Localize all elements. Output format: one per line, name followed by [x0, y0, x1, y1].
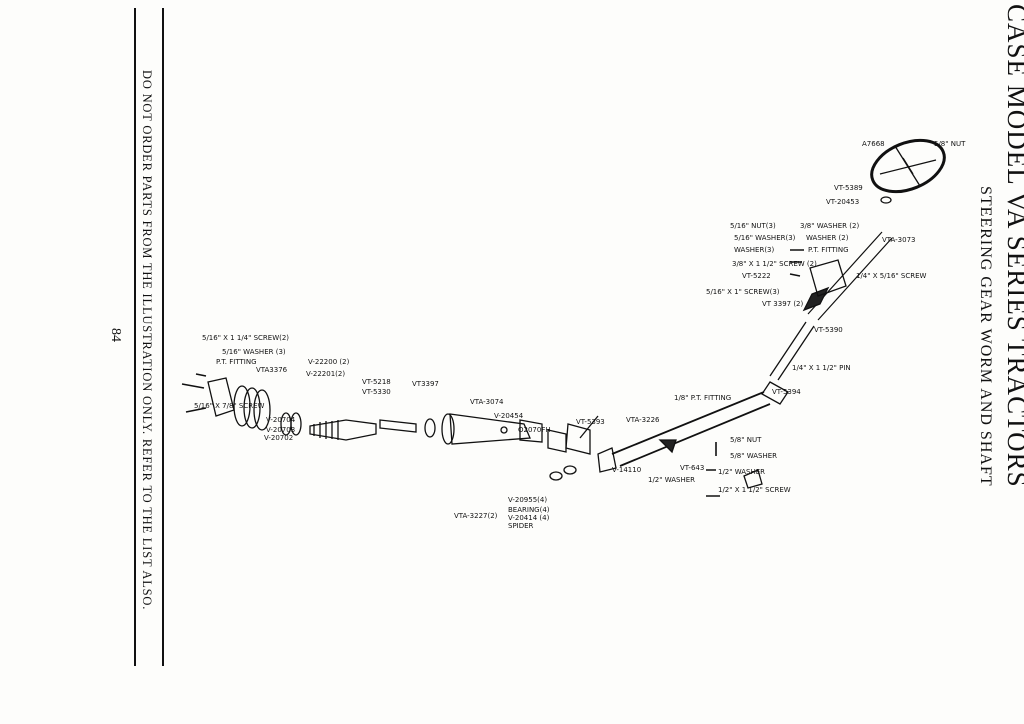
- label-vt5389: VT-5389: [834, 184, 863, 192]
- worm-gear-vt5218: [309, 419, 377, 441]
- label-vta3227: VTA-3227(2): [454, 512, 498, 520]
- universal-joint-vt5393: [565, 423, 591, 455]
- label-v20454: V-20454: [494, 412, 524, 420]
- diagram-drawing: [181, 138, 946, 497]
- label-vt3397-2: VT 3397 (2): [762, 300, 804, 308]
- label-v20702: V-20702: [264, 434, 293, 442]
- label-pin: 1/4" X 1 1/2" PIN: [792, 364, 851, 372]
- label-vta3073: VTA-3073: [882, 236, 916, 244]
- lever-vt643: [743, 469, 763, 489]
- bushing-v20454: [519, 419, 543, 443]
- part-labels: A7668 5/8" NUT VT-5389 VT-20453 5/16" NU…: [194, 140, 966, 530]
- label-v14110: V-14110: [612, 466, 641, 474]
- label-bearing: BEARING(4): [508, 506, 550, 514]
- label-vt5390: VT-5390: [814, 326, 843, 334]
- label-vt643: VT-643: [680, 464, 704, 472]
- label-screw-14: 1/4" X 5/16" SCREW: [856, 272, 927, 280]
- housing-flange: [441, 413, 455, 445]
- upper-shaft-vt5390: [769, 321, 815, 381]
- label-v22201: V-22201(2): [306, 370, 345, 378]
- label-vt5394: VT-5394: [772, 388, 801, 396]
- label-washer-12a: 1/2" WASHER: [718, 468, 765, 476]
- label-vta3074: VTA-3074: [470, 398, 504, 406]
- cross-spider: [563, 465, 577, 475]
- label-washer-516-3: 5/16" WASHER(3): [734, 234, 796, 242]
- label-nut-58b: 5/8" NUT: [730, 436, 762, 444]
- worm-threads: [313, 420, 339, 440]
- bearing-v22201: [280, 412, 292, 436]
- label-v20955: V-20955(4): [508, 496, 547, 504]
- label-screw-516b: 5/16" X 1 1/4" SCREW(2): [202, 334, 289, 342]
- label-washer-12b: 1/2" WASHER: [648, 476, 695, 484]
- intermediate-shaft-vta3226: [611, 391, 771, 467]
- clamp-hardware: [706, 442, 720, 497]
- label-vt5393: VT-5393: [576, 418, 605, 426]
- label-vta3376: VTA3376: [256, 366, 288, 374]
- label-pt-fitting-mid: 1/8" P.T. FITTING: [674, 394, 731, 402]
- label-vt5218: VT-5218: [362, 378, 391, 386]
- label-pt-fitting-left: P.T. FITTING: [216, 358, 257, 366]
- label-washer-516b: 5/16" WASHER (3): [222, 348, 286, 356]
- steering-wheel: [870, 138, 946, 194]
- upper-yoke-vt5394: [761, 381, 789, 405]
- cover-screws: [181, 373, 207, 413]
- left-rule-line: [134, 8, 136, 666]
- label-washer-2a: 3/8" WASHER (2): [800, 222, 859, 230]
- label-screw-38: 3/8" X 1 1/2" SCREW (2): [732, 260, 817, 268]
- label-washer-2b: WASHER (2): [806, 234, 849, 242]
- label-o2070fh: O2070FH: [518, 426, 551, 434]
- label-washer-58: 5/8" WASHER: [730, 452, 777, 460]
- label-vt5222: VT-5222: [742, 272, 771, 280]
- label-screw-516c: 5/16" X 7/8" SCREW: [194, 402, 265, 410]
- label-vta3226: VTA-3226: [626, 416, 660, 424]
- label-a7668: A7668: [862, 140, 885, 148]
- end-cover-vta3376: [207, 377, 235, 417]
- label-v20704: V-20704: [266, 416, 296, 424]
- bearing-v20955: [549, 471, 563, 481]
- label-v20703: V-20703: [266, 426, 295, 434]
- shim-v20703: [243, 387, 261, 429]
- steering-wheel-spokes: [879, 145, 937, 187]
- vt5393-leader: [579, 415, 599, 439]
- lower-yoke-a: [597, 447, 617, 473]
- grease-fitting-o2070fh: [500, 426, 508, 434]
- label-pt-fitting-top: P.T. FITTING: [808, 246, 849, 254]
- right-rule-line: [162, 8, 164, 666]
- worm-housing-vta3074: [449, 413, 531, 445]
- shim-v20704: [253, 389, 271, 431]
- label-nut-516: 5/16" NUT(3): [730, 222, 776, 230]
- label-vt3397: VT3397: [412, 380, 439, 388]
- label-vt5330: VT-5330: [362, 388, 391, 396]
- label-spider: SPIDER: [508, 522, 534, 530]
- label-v22200: V-22200 (2): [308, 358, 350, 366]
- short-shaft: [379, 419, 417, 433]
- label-nut-58: 5/8" NUT: [934, 140, 966, 148]
- label-vt20453: VT-20453: [826, 198, 859, 206]
- column-bracket-vt5222: [809, 259, 847, 297]
- seal-ring: [424, 418, 436, 438]
- label-screw-12: 1/2" X 1 1/2" SCREW: [718, 486, 791, 494]
- shim-v20702: [233, 385, 251, 427]
- universal-joint-yoke: [547, 429, 567, 453]
- label-screw-516: 5/16" X 1" SCREW(3): [706, 288, 780, 296]
- shaft-grease-boss: [658, 439, 677, 454]
- wheel-nut: [880, 196, 892, 204]
- bracket-hardware: [789, 249, 804, 277]
- label-washer-3: WASHER(3): [734, 246, 775, 254]
- label-v20414: V-20414 (4): [508, 514, 550, 522]
